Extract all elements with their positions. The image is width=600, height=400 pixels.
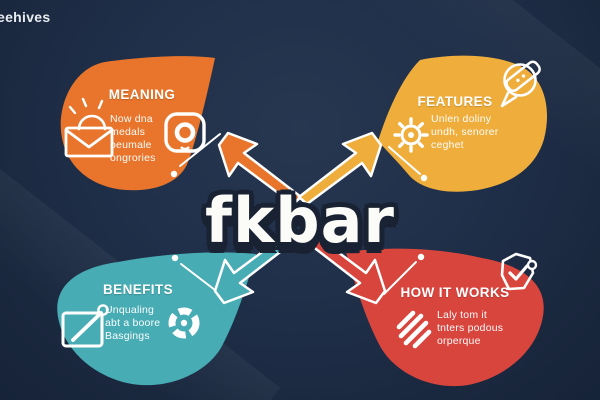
how-it-works-body-text: Laly tom it tnters podous orperque — [437, 309, 504, 347]
arrow-to-features — [297, 131, 383, 206]
sun-envelope-icon — [64, 97, 114, 158]
speech-bubble-pencil-icon — [500, 60, 541, 108]
benefits-blob — [57, 252, 257, 386]
leader-dots — [170, 170, 428, 262]
meaning-leader-dot — [170, 170, 178, 178]
arrow-to-benefits — [213, 230, 299, 305]
features-body-text: Unlen doliny undh, senorer ceghet — [431, 113, 499, 151]
tag-check-icon — [500, 252, 538, 291]
features-blob — [378, 55, 548, 192]
features-leader-line — [388, 146, 421, 175]
meaning-title: MEANING — [108, 87, 176, 102]
meaning-body-text: Now dna medals oeumale ongrories — [110, 113, 156, 164]
gear-icon — [393, 117, 429, 153]
center-title: fkbar — [204, 184, 395, 257]
features-title: FEATURES — [417, 94, 493, 109]
benefits-leader-line — [180, 263, 216, 291]
center-arrows — [213, 131, 387, 305]
how-leader-line — [383, 261, 417, 295]
arrow-to-how-it-works — [301, 230, 387, 305]
how-it-works-title: HOW IT WORKS — [400, 285, 510, 300]
benefits-body-text: Unqualing abt a boore Basgings — [105, 304, 161, 342]
donut-segments-icon — [168, 307, 200, 339]
benefits-title: BENEFITS — [103, 282, 173, 297]
brand-logo-text: eehives — [0, 9, 51, 25]
features-leader-dot — [420, 174, 428, 182]
edit-square-icon — [61, 304, 109, 348]
camera-icon — [164, 112, 206, 153]
arrow-to-meaning — [217, 131, 303, 206]
benefits-leader-dot — [171, 254, 179, 262]
striped-bundle-icon — [396, 310, 432, 349]
how-leader-dot — [417, 253, 425, 261]
